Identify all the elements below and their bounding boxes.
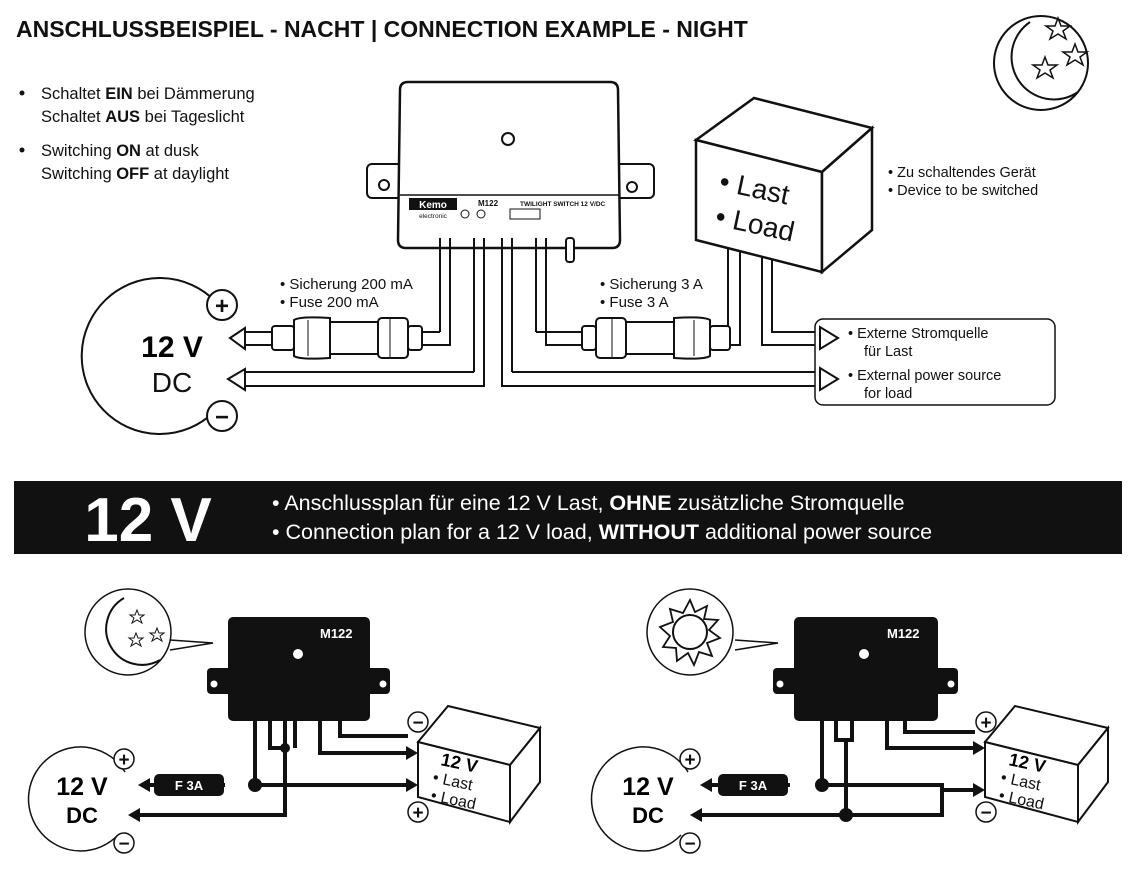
banner-en-prefix: Connection plan for a 12 V load, (286, 520, 599, 544)
fuse-right-de: Sicherung 3 A (609, 276, 702, 293)
svg-text:Schaltet AUS bei Tageslicht: Schaltet AUS bei Tageslicht (41, 108, 245, 126)
svg-text:• Connection plan for a 12 V l: • Connection plan for a 12 V load, WITHO… (272, 520, 932, 544)
intro-de1-suffix: bei Dämmerung (133, 85, 255, 103)
svg-text:• Anschlussplan für eine 12 V: • Anschlussplan für eine 12 V Last, OHNE… (272, 491, 905, 515)
page-title: ANSCHLUSSBEISPIEL - NACHT | CONNECTION E… (16, 16, 748, 42)
br-supply-voltage: 12 V (622, 773, 674, 801)
svg-text:• Zu schaltendes Gerät: • Zu schaltendes Gerät (888, 165, 1036, 181)
fuse-left-de: Sicherung 200 mA (289, 276, 412, 293)
load-box: • Last • Load (693, 96, 875, 275)
svg-text:• Sicherung 200 mA: • Sicherung 200 mA (280, 276, 413, 293)
banner-de-bold: OHNE (609, 491, 671, 515)
ext-en1: External power source (857, 368, 1001, 384)
bl-supply-type: DC (66, 803, 98, 828)
br-fuse-label: F 3A (739, 778, 768, 793)
intro-en1-suffix: at dusk (141, 142, 200, 160)
svg-text:• Fuse 3 A: • Fuse 3 A (600, 294, 669, 311)
fuse-left-label: • Sicherung 200 mA • Fuse 200 mA (280, 276, 413, 311)
supply-minus-icon: − (215, 404, 229, 431)
svg-text:• Externe Stromquelle: • Externe Stromquelle (848, 326, 988, 342)
svg-text:• Fuse 200 mA: • Fuse 200 mA (280, 294, 379, 311)
fuse-left (271, 316, 423, 360)
bl-load-minus-icon: − (412, 713, 423, 734)
br-module-label: M122 (887, 626, 920, 641)
module-brand-sub: electronic (419, 213, 448, 220)
banner-en-suffix: additional power source (699, 520, 932, 544)
load-note-en: Device to be switched (897, 183, 1038, 199)
bottom-left-diagram: M122 F 3A 12 V DC + − (27, 588, 542, 855)
bl-supply-minus-icon: − (118, 834, 129, 855)
bl-load-line1: Last (441, 771, 475, 794)
intro-en2-suffix: at daylight (149, 165, 229, 183)
ext-en2: for load (864, 386, 912, 402)
banner-de-prefix: Anschlussplan für eine 12 V Last, (284, 491, 609, 515)
intro-de2-suffix: bei Tageslicht (140, 108, 245, 126)
svg-text:• Device to be switched: • Device to be switched (888, 183, 1038, 199)
module-model: M122 (478, 199, 499, 208)
bl-supply-plus-icon: + (118, 750, 129, 771)
intro-de2-prefix: Schaltet (41, 108, 105, 126)
br-load-minus-icon: − (980, 803, 991, 824)
moon-stars-icon (993, 15, 1090, 111)
supply-type: DC (152, 367, 192, 398)
intro-en1-prefix: Switching (41, 142, 116, 160)
module-desc: TWILIGHT SWITCH 12 V/DC (520, 201, 606, 208)
br-supply-type: DC (632, 803, 664, 828)
intro-bullets: Schaltet EIN bei Dämmerung Schaltet AUS … (19, 85, 255, 183)
intro-en2-bold: OFF (116, 165, 149, 183)
bl-module-label: M122 (320, 626, 353, 641)
m122-module: Kemo electronic M122 TWILIGHT SWITCH 12 … (366, 80, 655, 382)
intro-en1-bold: ON (116, 142, 141, 160)
br-supply-minus-icon: − (684, 834, 695, 855)
load-note-de: Zu schaltendes Gerät (897, 165, 1036, 181)
intro-en2-prefix: Switching (41, 165, 116, 183)
br-load-plus-icon: + (980, 713, 991, 734)
svg-text:Switching OFF at daylight: Switching OFF at daylight (41, 165, 229, 183)
fuse-right (581, 316, 731, 360)
br-load-line1: Last (1009, 771, 1043, 794)
svg-text:• External power source: • External power source (848, 368, 1001, 384)
svg-text:Schaltet EIN bei Dämmerung: Schaltet EIN bei Dämmerung (41, 85, 255, 103)
intro-de1-prefix: Schaltet (41, 85, 105, 103)
load-note: • Zu schaltendes Gerät • Device to be sw… (888, 165, 1038, 199)
banner-de-suffix: zusätzliche Stromquelle (672, 491, 905, 515)
svg-text:Switching ON at dusk: Switching ON at dusk (41, 142, 199, 160)
ext-de2: für Last (864, 344, 912, 360)
banner-en-bold: WITHOUT (599, 520, 699, 544)
bl-supply-voltage: 12 V (56, 773, 108, 801)
external-source-box: • Externe Stromquelle für Last • Externa… (814, 318, 1056, 406)
moon-icon (84, 588, 214, 676)
svg-text:• Last: • Last (999, 769, 1042, 794)
bl-load-plus-icon: + (412, 803, 423, 824)
svg-text:• Sicherung 3 A: • Sicherung 3 A (600, 276, 703, 293)
sun-icon (646, 588, 779, 676)
ext-de1: Externe Stromquelle (857, 326, 988, 342)
supply-voltage: 12 V (141, 331, 203, 364)
fuse-right-en: Fuse 3 A (609, 294, 668, 311)
intro-de1-bold: EIN (105, 85, 133, 103)
bl-fuse-label: F 3A (175, 778, 204, 793)
banner (14, 481, 1122, 554)
bottom-right-diagram: M122 F 3A 12 V DC + − (590, 588, 1110, 855)
dc-supply-top: 12 V DC + − (80, 277, 238, 435)
br-supply-plus-icon: + (684, 750, 695, 771)
banner-voltage: 12 V (84, 486, 212, 555)
supply-plus-icon: + (215, 293, 229, 320)
module-brand: Kemo (419, 200, 447, 211)
fuse-left-en: Fuse 200 mA (289, 294, 378, 311)
intro-de2-bold: AUS (105, 108, 140, 126)
fuse-right-label: • Sicherung 3 A • Fuse 3 A (600, 276, 703, 311)
